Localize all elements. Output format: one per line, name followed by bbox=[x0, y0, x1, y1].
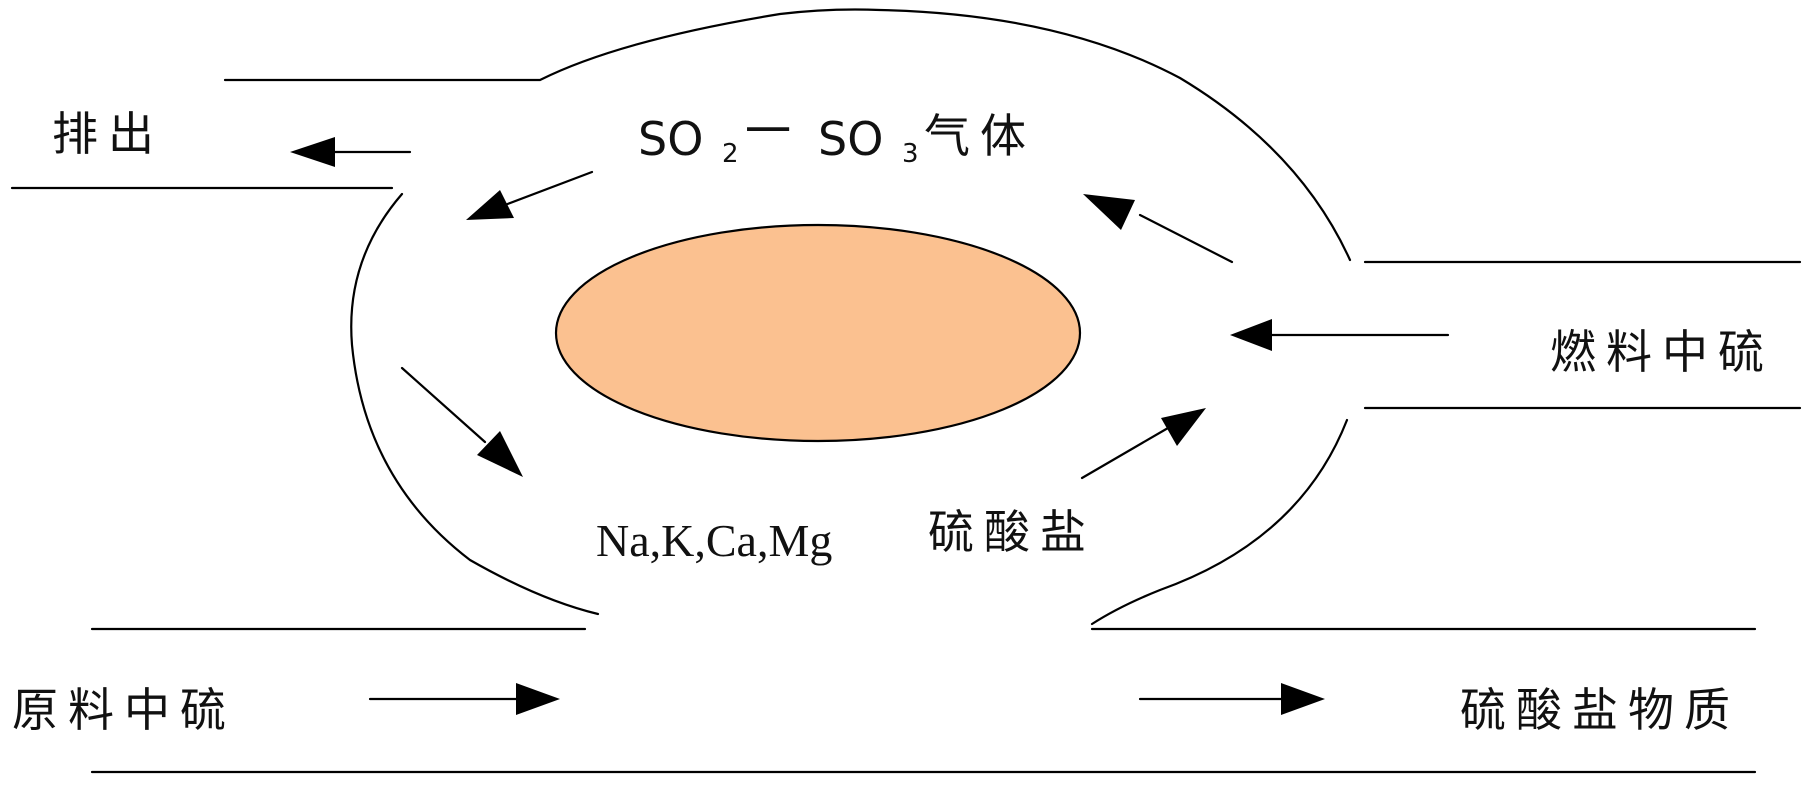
arrow-raw-in bbox=[516, 683, 560, 715]
ring-left-arc bbox=[350, 192, 600, 616]
svg-text:SO: SO bbox=[638, 112, 703, 166]
arrow-sulfate-out bbox=[1281, 683, 1325, 715]
svg-text:Na,K,Ca,Mg: Na,K,Ca,Mg bbox=[596, 515, 832, 566]
svg-text:气体: 气体 bbox=[924, 109, 1036, 163]
ring-right-arc bbox=[1090, 418, 1349, 626]
label-discharge: 排出 bbox=[52, 107, 164, 161]
arrow-fuel-in bbox=[1230, 319, 1272, 351]
arrows bbox=[290, 137, 1450, 715]
svg-text:SO: SO bbox=[818, 112, 883, 166]
svg-text:2: 2 bbox=[722, 139, 739, 169]
label-sulfates: Na,K,Ca,Mg 硫酸盐 bbox=[596, 505, 1096, 566]
label-raw-sulfur: 原料中硫 bbox=[12, 683, 236, 737]
label-fuel-sulfur: 燃料中硫 bbox=[1550, 325, 1774, 379]
core-ellipse bbox=[554, 223, 1082, 443]
arrow-discharge bbox=[290, 137, 335, 167]
label-gas: SO 2 一 SO 3 气体 bbox=[638, 104, 1036, 169]
arrow-gas-left bbox=[466, 190, 514, 220]
top-channel-upper-line bbox=[223, 8, 1352, 262]
label-sulfate-material: 硫酸盐物质 bbox=[1460, 683, 1740, 737]
arrow-right-up bbox=[1083, 194, 1135, 230]
arrow-left-down bbox=[477, 431, 523, 477]
svg-text:硫酸盐: 硫酸盐 bbox=[928, 505, 1096, 559]
arrow-bottom-right-up bbox=[1161, 408, 1206, 446]
svg-text:一: 一 bbox=[745, 104, 791, 158]
svg-text:3: 3 bbox=[902, 139, 919, 169]
